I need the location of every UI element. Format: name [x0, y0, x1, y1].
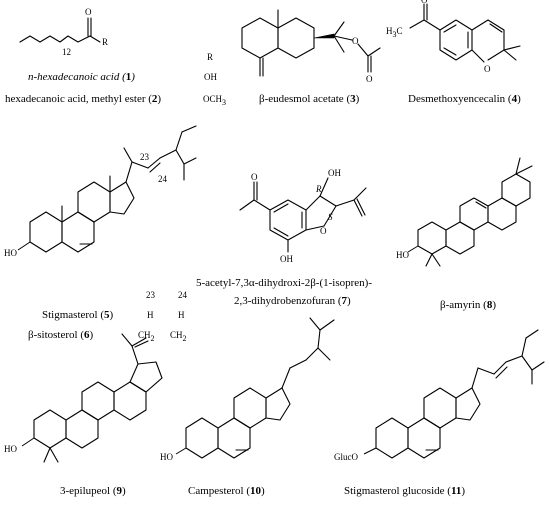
compound-2-label: hexadecanoic acid, methyl ester (2): [5, 93, 161, 105]
structure-beta-amyrin: HO: [396, 157, 533, 267]
chain-repeat-label: 12: [62, 47, 71, 57]
structure-benzofuran: O OH R S O OH: [239, 168, 367, 264]
ester-oxygen-label: O: [352, 36, 359, 46]
r-table-row2: OCH3: [203, 94, 226, 107]
compound-9-label: 3-epilupeol (9): [60, 485, 126, 497]
compound-4-label: Desmethoxyencecalin (4): [408, 93, 521, 105]
carbonyl-oxygen-label-3: O: [366, 74, 373, 84]
hydroxyl-label-7b: OH: [280, 254, 293, 264]
stereo-s-label: S: [328, 212, 333, 222]
compound-11-label: Stigmasterol glucoside (11): [344, 485, 465, 497]
structure-3-epilupeol: HO: [4, 333, 163, 463]
ketone-oxygen-label: O: [421, 0, 428, 5]
compound-10-label: Campesterol (10): [188, 485, 265, 497]
furan-oxygen-label: O: [320, 226, 327, 236]
table-5-c24: H: [178, 310, 185, 320]
c23-label: 23: [140, 152, 150, 162]
compound-7-label-line2: 2,3-dihydrobenzofuran (7): [234, 295, 351, 307]
glucoside-label: GlucO: [334, 452, 358, 462]
r-table-row1: OH: [204, 72, 217, 82]
r-table-header: R: [207, 52, 213, 62]
carbonyl-oxygen-label: O: [85, 7, 92, 17]
compound-3-label: β-eudesmol acetate (3): [259, 93, 360, 105]
hydroxyl-label-9: HO: [4, 444, 17, 454]
hydroxyl-label-8: HO: [396, 250, 409, 260]
structure-eudesmol-acetate: O O: [241, 9, 381, 84]
compound-6-label: β-sitosterol (6): [28, 329, 94, 341]
c24-label: 24: [158, 174, 168, 184]
methyl-label: H3C: [386, 26, 403, 39]
chromene-oxygen-label: O: [484, 64, 491, 74]
r-group-label: R: [102, 37, 108, 47]
table-6-c23: CH2: [138, 330, 155, 343]
structure-stigmasterol: 23 24 HO: [4, 125, 197, 258]
compound-7-label-line1: 5-acetyl-7,3α-dihydroxi-2β-(1-isopren)-: [196, 277, 372, 289]
ketone-oxygen-label-7: O: [251, 172, 258, 182]
hydroxyl-label-10: HO: [160, 452, 173, 462]
table-header-23: 23: [146, 290, 156, 300]
structure-campesterol: HO: [160, 317, 335, 462]
hydroxyl-label-5: HO: [4, 248, 17, 258]
structure-fatty-acid: 12 O R: [19, 7, 108, 57]
compound-8-label: β-amyrin (8): [440, 299, 496, 311]
stereo-r-label: R: [315, 184, 322, 194]
hydroxyl-label-7a: OH: [328, 168, 341, 178]
structure-desmethoxyencecalin: O O H3C: [386, 0, 521, 74]
compound-1-label: n-hexadecanoic acid (1): [28, 71, 135, 83]
compound-5-label: Stigmasterol (5): [42, 309, 114, 321]
table-header-24: 24: [178, 290, 188, 300]
table-6-c24: CH2: [170, 330, 187, 343]
table-5-c23: H: [147, 310, 154, 320]
structure-stigmasterol-glucoside: GlucO: [334, 329, 545, 462]
